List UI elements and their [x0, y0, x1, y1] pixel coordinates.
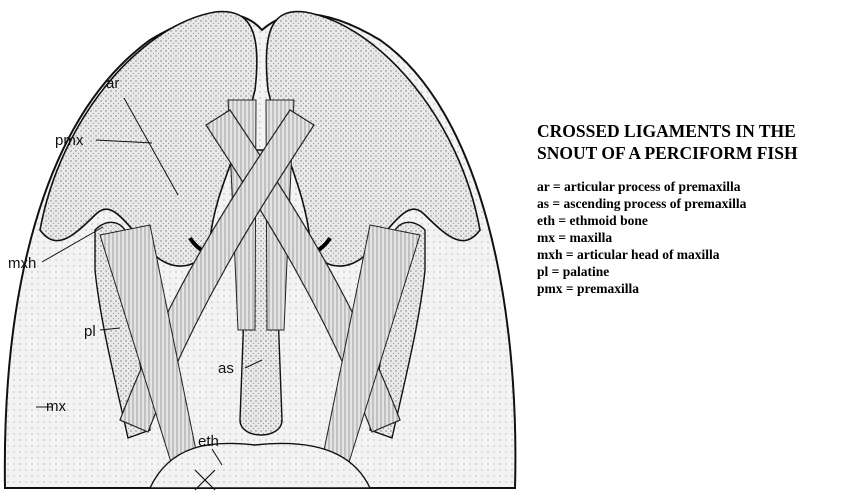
label-eth: eth [198, 433, 219, 450]
label-pmx: pmx [55, 132, 84, 149]
snout-anatomy-drawing: ar pmx mxh pl mx as eth [0, 0, 520, 492]
legend-panel: CROSSED LIGAMENTS IN THE SNOUT OF A PERC… [537, 120, 847, 297]
figure-title: CROSSED LIGAMENTS IN THE SNOUT OF A PERC… [537, 120, 847, 164]
title-line-2: SNOUT OF A PERCIFORM FISH [537, 142, 847, 164]
legend-item-pmx: pmx = premaxilla [537, 280, 847, 297]
legend-item-mxh: mxh = articular head of maxilla [537, 246, 847, 263]
label-mxh: mxh [8, 255, 36, 272]
label-mx: mx [46, 398, 66, 415]
legend-item-eth: eth = ethmoid bone [537, 212, 847, 229]
title-line-1: CROSSED LIGAMENTS IN THE [537, 120, 847, 142]
label-pl: pl [84, 323, 96, 340]
legend-list: ar = articular process of premaxilla as … [537, 178, 847, 297]
legend-item-ar: ar = articular process of premaxilla [537, 178, 847, 195]
legend-item-mx: mx = maxilla [537, 229, 847, 246]
label-ar: ar [106, 75, 119, 92]
legend-item-as: as = ascending process of premaxilla [537, 195, 847, 212]
legend-item-pl: pl = palatine [537, 263, 847, 280]
label-as: as [218, 360, 234, 377]
